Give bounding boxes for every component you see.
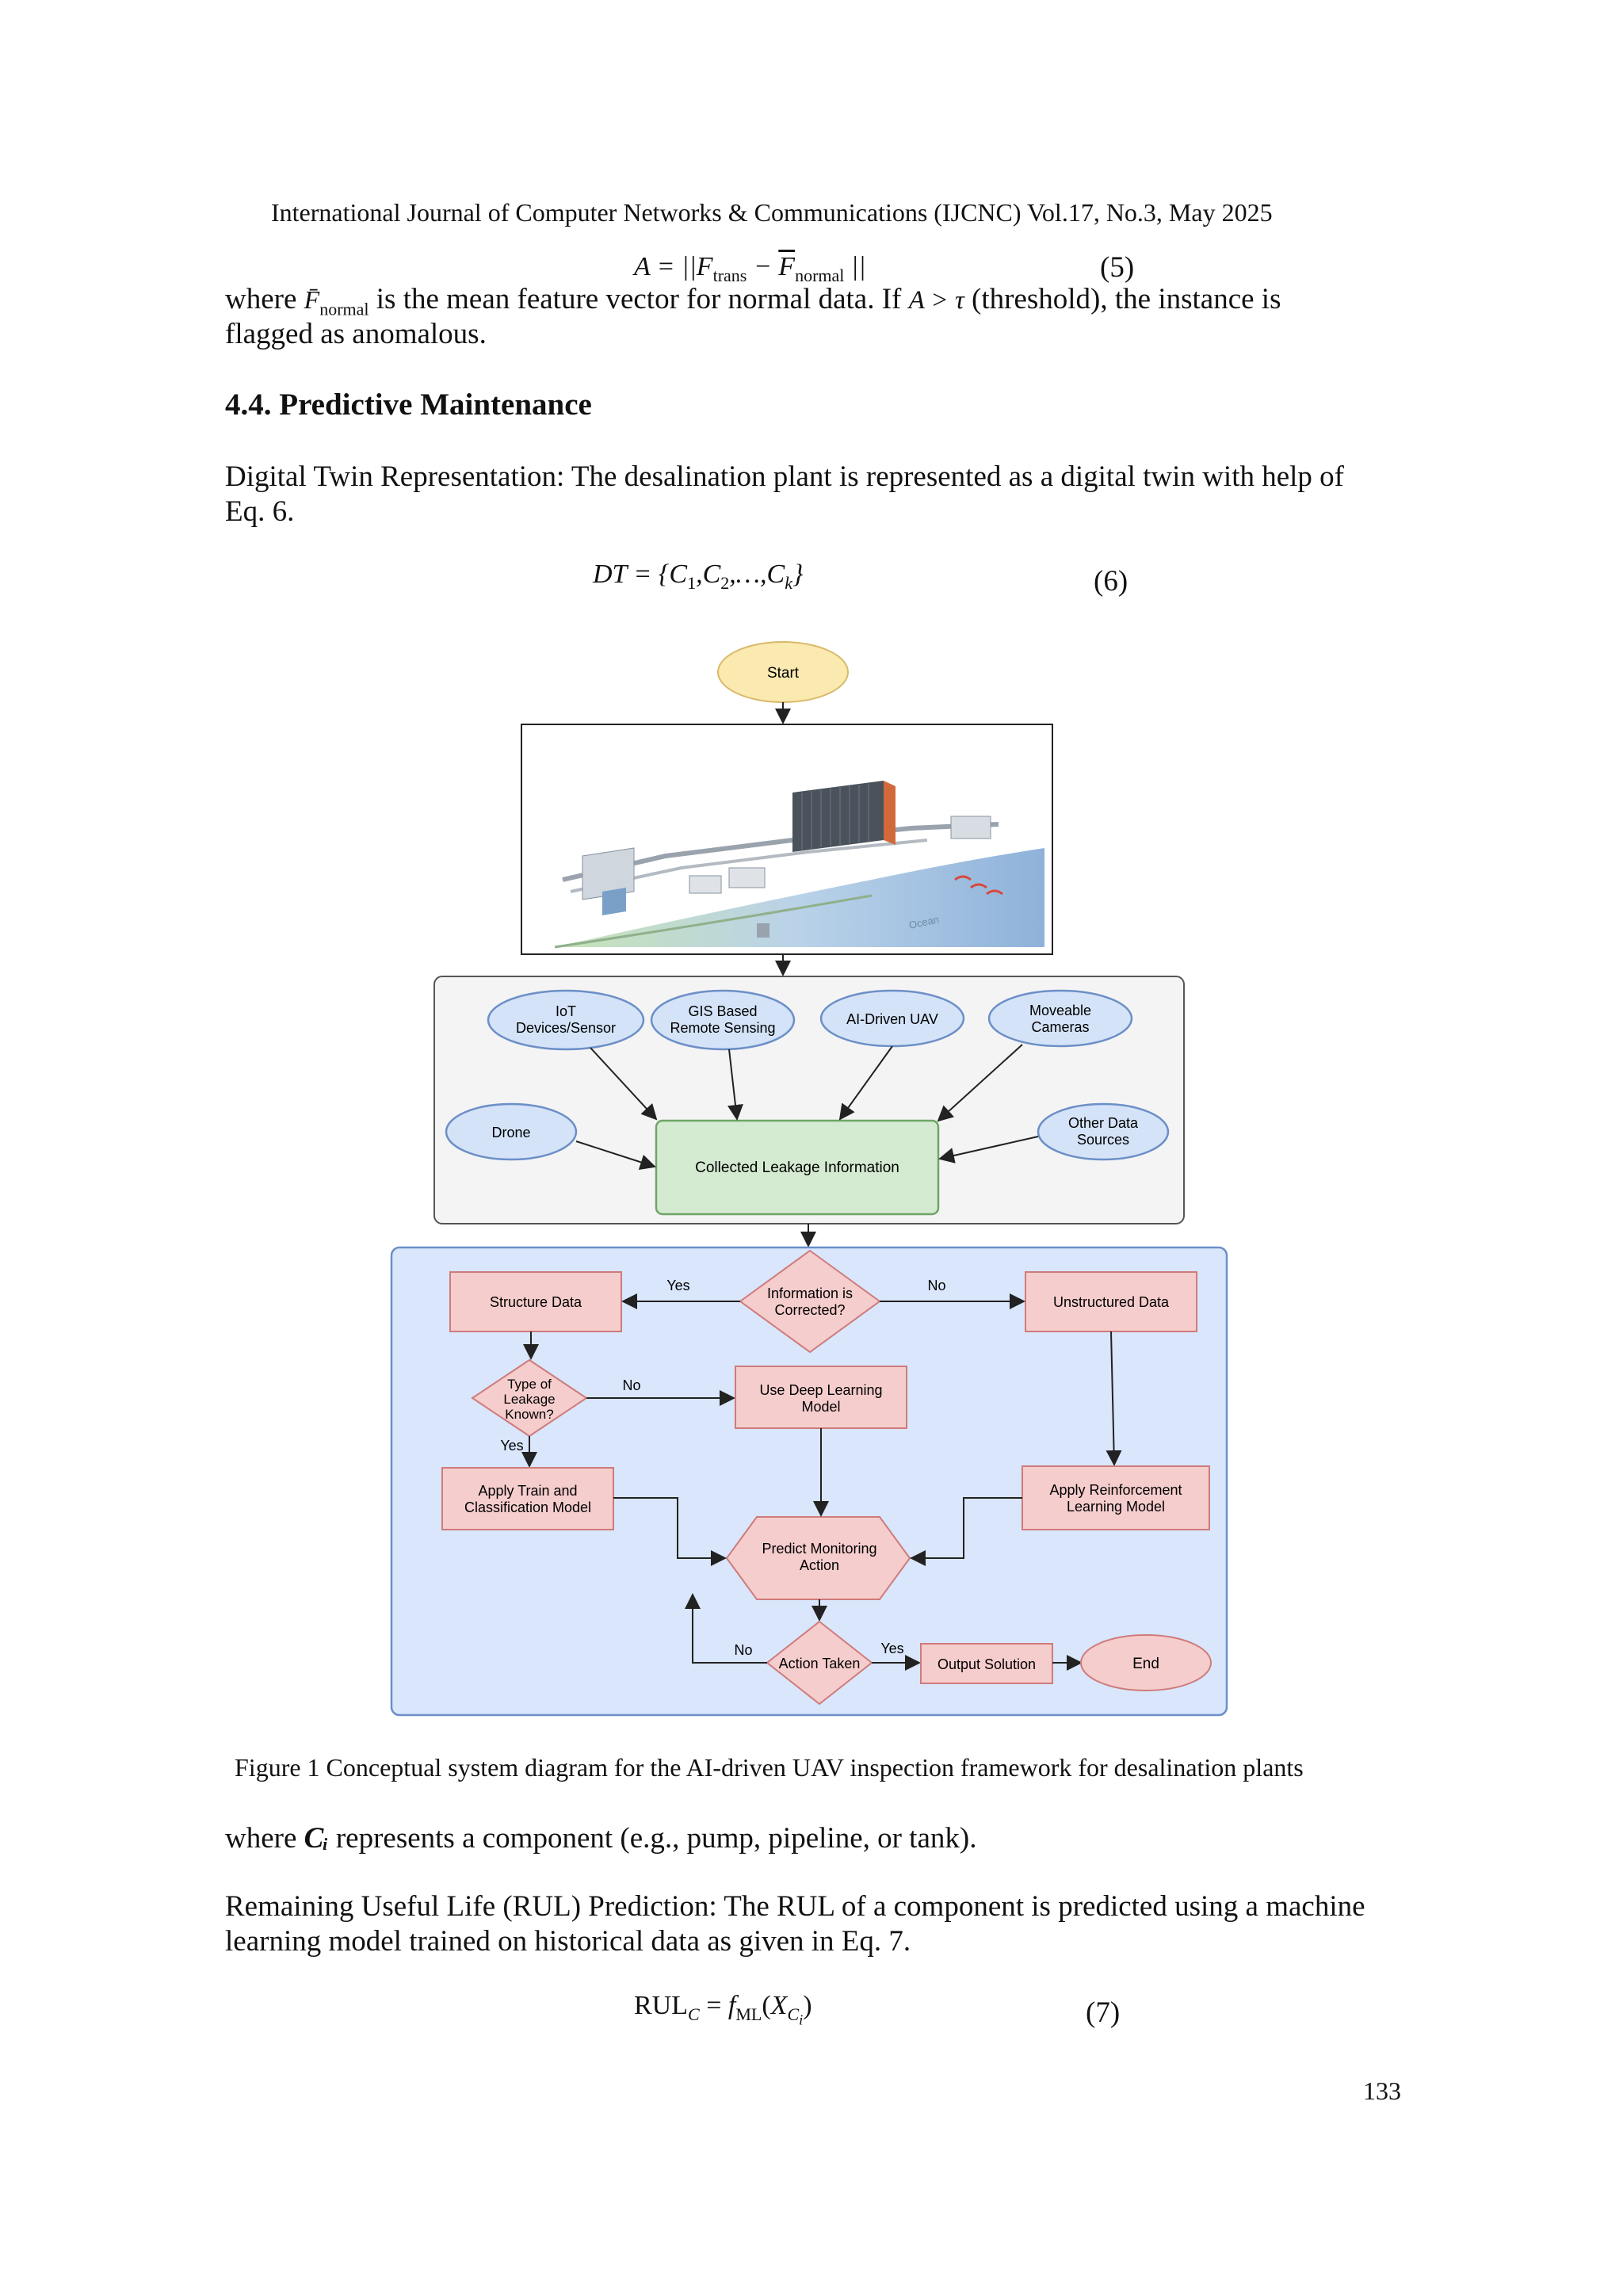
equation-7-number: (7) [1086,1996,1121,2029]
paragraph-anomaly-line2: flagged as anomalous. [225,318,487,350]
structure-data-box [449,1271,622,1332]
known-label-2: Leakage [503,1392,555,1407]
reinforcement-learning-box [1022,1465,1210,1530]
page-number: 133 [1363,2076,1401,2105]
train-classification-box [441,1467,614,1530]
structure-data-label: Structure Data [490,1294,582,1310]
iot-label-1: IoT [556,1003,576,1019]
gis-label-2: Remote Sensing [670,1020,775,1036]
drone-label: Drone [491,1125,530,1140]
no-label-3: No [734,1642,752,1658]
paragraph-rul-line2: learning model trained on historical dat… [225,1925,911,1958]
end-node [1080,1634,1212,1691]
yes-label-2: Yes [500,1438,523,1454]
equation-5-number: (5) [1100,251,1135,284]
uav-label: AI-Driven UAV [846,1011,938,1027]
iot-label-2: Devices/Sensor [516,1020,616,1036]
drone-node [445,1102,578,1161]
start-label: Start [767,665,800,682]
corrected-label-2: Corrected? [774,1302,845,1318]
journal-header: International Journal of Computer Networ… [271,198,1273,227]
gis-label-1: GIS Based [688,1003,757,1019]
equation-5: A = ||Ftrans − Fnormal || [634,252,866,285]
no-label-2: No [622,1377,640,1393]
other-sources-node [1037,1102,1170,1161]
equation-6-number: (6) [1094,565,1128,598]
known-label-1: Type of [507,1377,552,1392]
train-label-1: Apply Train and [478,1483,577,1499]
reinforcement-label-1: Apply Reinforcement [1049,1482,1182,1498]
desalination-plant-illustration: Ocean [554,781,1044,949]
deep-learning-label-1: Use Deep Learning [759,1382,882,1398]
yes-label-3: Yes [880,1641,903,1656]
section-heading: 4.4. Predictive Maintenance [225,388,592,422]
predict-label-2: Action [800,1557,839,1573]
paragraph-anomaly: where F̄normal is the mean feature vecto… [225,283,1281,319]
paragraph-digital-twin-line2: Eq. 6. [225,495,295,528]
cameras-label-2: Cameras [1031,1019,1089,1035]
unstructured-data-box [1025,1271,1197,1332]
predict-label-1: Predict Monitoring [762,1541,876,1557]
unstructured-data-label: Unstructured Data [1053,1294,1170,1310]
equation-7: RULC = fML(XCi) [634,1991,812,2028]
deep-learning-label-2: Model [801,1399,840,1415]
corrected-label-1: Information is [767,1286,853,1301]
gis-remote-sensing-node [650,989,796,1051]
iot-sensor-node [487,989,645,1051]
train-label-2: Classification Model [464,1499,591,1515]
output-label: Output Solution [938,1656,1036,1672]
collected-leakage-box [655,1119,940,1216]
cameras-label-1: Moveable [1029,1003,1091,1018]
action-taken-label: Action Taken [779,1656,861,1671]
deep-learning-box [735,1366,907,1429]
other-label-2: Sources [1077,1132,1129,1148]
figure-caption: Figure 1 Conceptual system diagram for t… [235,1753,1304,1782]
figure-1-diagram: Start Ocean IoT Devices/ [380,634,1236,1728]
equation-6: DT = {C1,C2,…,Ck} [593,560,804,593]
known-label-3: Known? [505,1407,553,1422]
paragraph-component: where Cᵢ represents a component (e.g., p… [225,1822,977,1855]
info-corrected-decision [739,1249,881,1354]
yes-label-1: Yes [666,1278,689,1293]
output-solution-box [920,1643,1053,1684]
paragraph-rul-line1: Remaining Useful Life (RUL) Prediction: … [225,1890,1365,1923]
predict-monitoring-node [725,1516,911,1600]
end-label: End [1132,1656,1159,1672]
paragraph-digital-twin-line1: Digital Twin Representation: The desalin… [225,460,1344,493]
action-taken-decision [766,1620,873,1706]
no-label-1: No [927,1278,945,1293]
collected-label: Collected Leakage Information [695,1159,899,1176]
processing-panel [390,1246,1228,1717]
reinforcement-label-2: Learning Model [1067,1499,1165,1515]
other-label-1: Other Data [1068,1115,1139,1131]
moveable-cameras-node [987,989,1133,1048]
